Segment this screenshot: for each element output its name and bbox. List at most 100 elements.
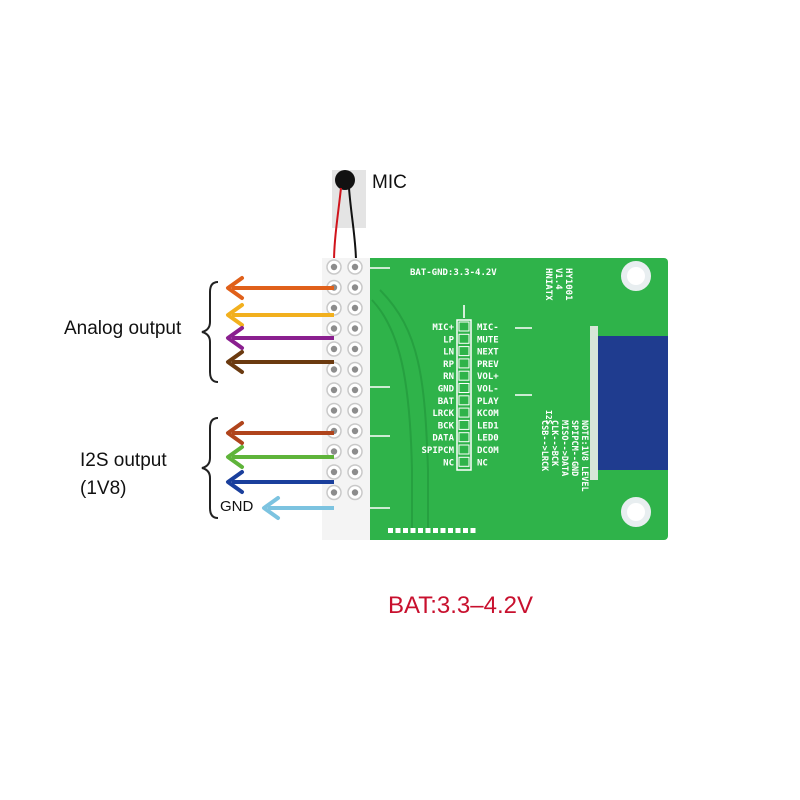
pin-label-right: LED1 — [477, 421, 499, 431]
i2s-output-label: I2S output — [80, 450, 167, 471]
note-line: CSB-->LRCK — [539, 420, 549, 472]
mic-red-wire — [333, 187, 342, 263]
header-pin — [347, 279, 363, 296]
arrow-icon — [226, 303, 244, 327]
note-line: MISO-->DATA — [559, 420, 569, 476]
pin-label-right: DCOM — [477, 446, 499, 456]
header-pin — [326, 341, 342, 357]
output-wire — [226, 303, 334, 327]
pin-row — [458, 407, 470, 418]
pin-row — [458, 456, 470, 467]
solder-pad — [448, 528, 453, 533]
header-pin — [347, 423, 363, 439]
pin-labels-right: MIC-MUTENEXTPREVVOL+VOL-PLAYKCOMLED1LED0… — [477, 323, 499, 468]
pin-row — [458, 395, 470, 406]
pin-row — [458, 346, 470, 357]
model-line: HNIATX — [543, 268, 553, 301]
note-line: NOTE:1V8 LEVEL — [579, 420, 589, 492]
model-line: HY1001 — [563, 268, 573, 301]
output-wire — [226, 350, 334, 374]
mic-label: MIC — [372, 172, 407, 193]
pin-label-left: DATA — [432, 434, 454, 444]
pin-label-right: NEXT — [477, 348, 499, 358]
microphone — [332, 170, 366, 263]
header-pin — [347, 382, 363, 398]
pin-label-right: KCOM — [477, 409, 499, 419]
header-pin — [326, 320, 342, 337]
output-wire — [226, 470, 334, 494]
solder-pad — [455, 528, 461, 533]
output-wire — [226, 276, 334, 300]
trace — [371, 299, 413, 530]
model-line: V1.4 — [553, 268, 563, 290]
header-pin — [347, 361, 363, 378]
output-wire — [226, 445, 334, 469]
solder-pad — [418, 528, 423, 533]
header-pin — [347, 320, 363, 337]
header-pin — [347, 300, 363, 316]
bluetooth-module — [596, 336, 668, 470]
pin-label-right: VOL- — [477, 385, 499, 395]
header-pin — [347, 341, 363, 357]
mic-black-wire — [348, 187, 357, 263]
pin-label-right: PLAY — [477, 397, 499, 407]
gnd-label: GND — [220, 498, 254, 515]
output-wire — [226, 421, 334, 445]
header-pin — [326, 402, 342, 419]
solder-pad — [403, 528, 408, 533]
i2s-tag: I2S — [544, 410, 553, 425]
board-note-text: NOTE:1V8 LEVELSPIPCM--GNDMISO-->DATACLK-… — [539, 420, 589, 492]
battery-voltage-label: BAT:3.3–4.2V — [388, 592, 533, 619]
mic-capsule — [335, 170, 355, 190]
solder-pad — [470, 528, 476, 533]
arrow-icon — [226, 326, 244, 350]
header-pin — [326, 300, 342, 316]
header-pin — [347, 443, 363, 460]
pin-row — [458, 419, 470, 430]
gnd-wire — [262, 496, 334, 520]
pin-label-right: VOL+ — [477, 372, 499, 382]
pin-label-left: NC — [443, 458, 454, 468]
pin-label-left: MIC+ — [432, 323, 454, 333]
solder-pad — [463, 528, 468, 533]
pin-row — [458, 321, 470, 332]
board-arrows — [370, 267, 532, 509]
analog-brace — [201, 281, 219, 383]
note-line: CLK-->BCK — [549, 420, 559, 467]
pin-row — [458, 432, 470, 443]
pin-label-left: LN — [443, 348, 454, 358]
solder-pad — [410, 528, 416, 533]
pin-label-right: NC — [477, 458, 488, 468]
header-pin — [347, 464, 363, 480]
solder-pad — [395, 528, 401, 533]
output-wire — [226, 326, 334, 350]
arrow-icon — [226, 350, 244, 374]
pin-header-outline — [456, 319, 472, 471]
board-voltage-text: BAT-GND:3.3-4.2V — [410, 268, 497, 278]
mounting-hole — [621, 497, 651, 527]
trace — [379, 289, 429, 530]
pin-label-right: LED0 — [477, 434, 499, 444]
header-pin — [326, 259, 342, 275]
header-pin — [326, 464, 342, 480]
solder-pad — [425, 528, 431, 533]
note-line: SPIPCM--GND — [569, 420, 579, 476]
pin-label-left: SPIPCM — [421, 446, 454, 456]
bottom-pads — [388, 528, 476, 533]
arrow-icon — [226, 276, 244, 300]
i2s-brace — [201, 417, 219, 519]
pin-label-right: PREV — [477, 360, 499, 370]
arrow-icon — [226, 470, 244, 494]
pin-label-right: MUTE — [477, 335, 499, 345]
pin-row — [458, 383, 470, 393]
header-pin — [326, 361, 342, 378]
arrow-icon — [226, 445, 244, 469]
pin-label-left: BAT — [438, 397, 455, 407]
solder-pad — [433, 528, 438, 533]
mounting-holes — [621, 261, 651, 527]
module-edge — [590, 326, 598, 480]
pin-label-left: RN — [443, 372, 454, 382]
